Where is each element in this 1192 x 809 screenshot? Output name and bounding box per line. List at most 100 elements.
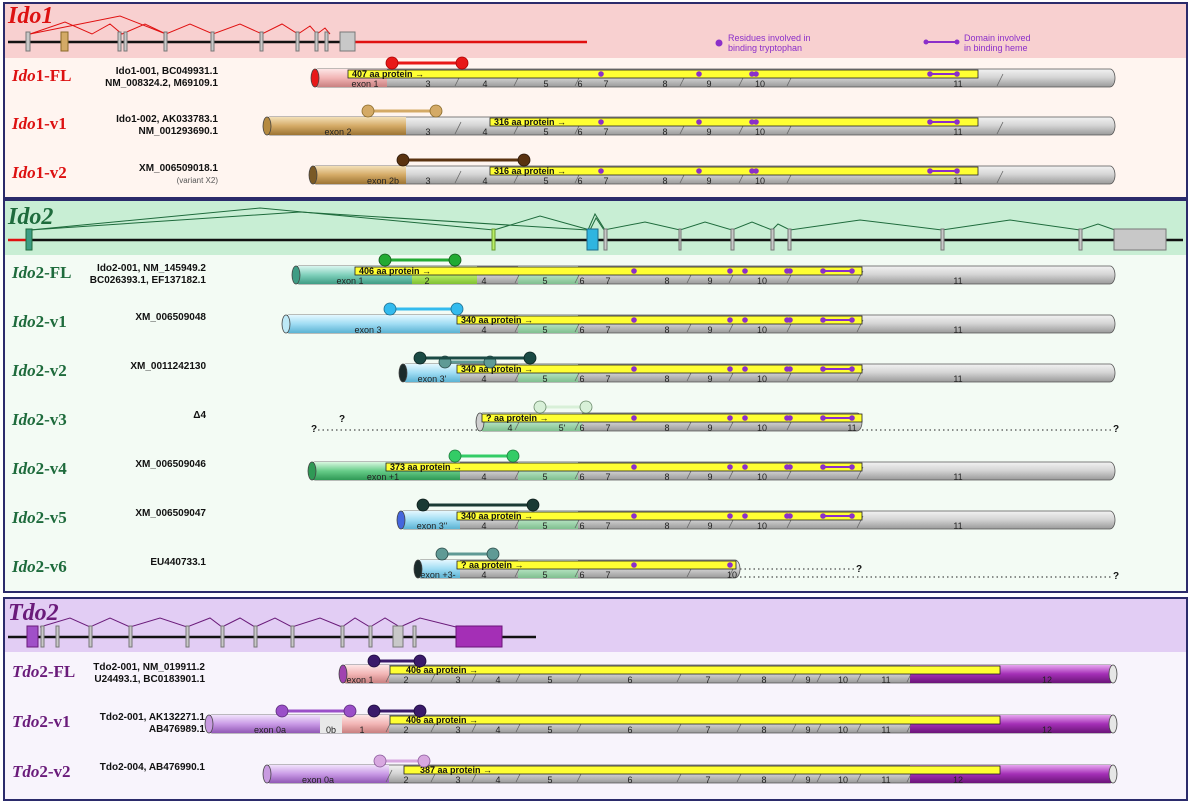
exon-number: exon +3- (420, 570, 455, 580)
legend-residue-dot (715, 39, 723, 47)
label: AB476989.1 (149, 724, 206, 735)
tryptophan-residue-dot (787, 366, 793, 372)
exon-number: 11 (953, 472, 962, 482)
label: ? (1113, 571, 1119, 582)
exon-number: 9 (707, 325, 712, 335)
first-exon-segment (403, 511, 460, 529)
isoform-name: Tdo2-v1 (12, 712, 71, 731)
protein-coding-bar (456, 560, 737, 570)
exon-number: 11 (847, 423, 856, 433)
exon-number: 7 (603, 176, 608, 186)
tryptophan-residue-dot (787, 415, 793, 421)
label: ? aa protein → (486, 413, 549, 423)
exon-number: 3 (425, 176, 430, 186)
cylinder-end-cap (307, 461, 317, 481)
label: XM_006509047 (135, 508, 206, 519)
exon-number: 4 (495, 675, 500, 685)
exon-number: 10 (838, 725, 848, 735)
tryptophan-residue-dot (954, 71, 960, 77)
exon-number: 3 (455, 725, 460, 735)
exon-number: 10 (757, 472, 767, 482)
exon-number: 9 (805, 725, 810, 735)
tryptophan-residue-dot (849, 317, 855, 323)
exon-number: 8 (761, 775, 766, 785)
label: 406 aa protein → (406, 665, 478, 675)
exon-number: 4 (495, 725, 500, 735)
cylinder-end-cap (291, 265, 301, 285)
tryptophan-residue-dot (787, 268, 793, 274)
exon-number: 6 (579, 325, 584, 335)
protein-coding-bar (385, 462, 863, 472)
label: NM_001293690.1 (138, 126, 218, 137)
cylinder-end-cap (338, 664, 348, 684)
exon-number: 4 (481, 325, 486, 335)
dumbbell-end (275, 704, 289, 718)
tdo2-header-band (5, 599, 1186, 652)
exon-number: 5 (542, 472, 547, 482)
tryptophan-residue-dot (927, 119, 933, 125)
exon-junction (996, 73, 1004, 87)
exon-number: 7 (705, 675, 710, 685)
isoform-name: Ido1-v1 (11, 114, 67, 133)
tryptophan-residue-dot (927, 71, 933, 77)
exon-number: 5 (542, 325, 547, 335)
tryptophan-residue-dot (849, 268, 855, 274)
exon-number: 7 (605, 374, 610, 384)
protein-coding-bar (456, 511, 863, 521)
exon-junction (385, 769, 393, 783)
exon-number: 9 (805, 675, 810, 685)
exon-number: 9 (805, 775, 810, 785)
cylinder-end-cap (1108, 764, 1118, 784)
exon-number: 8 (662, 176, 667, 186)
tdo2-title: Tdo2 (8, 600, 59, 626)
dumbbell-end (385, 56, 399, 70)
dumbbell-end (523, 351, 537, 365)
cylinder-end-cap (1108, 714, 1118, 734)
exon-number: 6 (627, 775, 632, 785)
label: (variant X2) (177, 176, 219, 185)
label: 340 aa protein → (461, 364, 533, 374)
exon-number: 10 (755, 176, 765, 186)
exon-number: 3 (455, 775, 460, 785)
cylinder-end-cap (308, 165, 318, 185)
exon-number: 2 (403, 675, 408, 685)
exon-number: 4 (481, 276, 486, 286)
dumbbell-end (367, 654, 381, 668)
exon-number: 5' (559, 423, 566, 433)
label: Ido1-001, BC049931.1 (116, 66, 219, 77)
tryptophan-residue-dot (727, 317, 733, 323)
label: ? aa protein → (461, 560, 524, 570)
exon-number: 3 (455, 675, 460, 685)
label: 406 aa protein → (406, 715, 478, 725)
isoform-name: Ido1-v2 (11, 163, 67, 182)
exon-0b-segment (320, 715, 342, 733)
exon-number: exon 3 (354, 325, 381, 335)
exon-number: 5 (543, 79, 548, 89)
tryptophan-residue-dot (631, 513, 637, 519)
exon-number: 10 (757, 521, 767, 531)
label: 407 aa protein → (352, 69, 424, 79)
exon-number: 12 (1042, 725, 1052, 735)
exon-number: 6 (577, 79, 582, 89)
tryptophan-residue-dot (849, 464, 855, 470)
exon-number: 9 (707, 276, 712, 286)
exon-number: 8 (664, 521, 669, 531)
exon-number: 7 (605, 472, 610, 482)
exon-number: 4 (482, 127, 487, 137)
exon-number: 4 (482, 79, 487, 89)
label: Ido2-001, NM_145949.2 (97, 263, 206, 274)
first-exon-segment (345, 665, 389, 683)
ido2-panel-border (3, 199, 1188, 593)
exon-number: 9 (706, 79, 711, 89)
exon-number: 9 (707, 374, 712, 384)
dumbbell-end (429, 104, 443, 118)
tryptophan-residue-dot (727, 268, 733, 274)
isoform-name: Ido2-v5 (11, 508, 67, 527)
exon-number: 7 (705, 725, 710, 735)
exon-number: exon 3' (418, 374, 447, 384)
